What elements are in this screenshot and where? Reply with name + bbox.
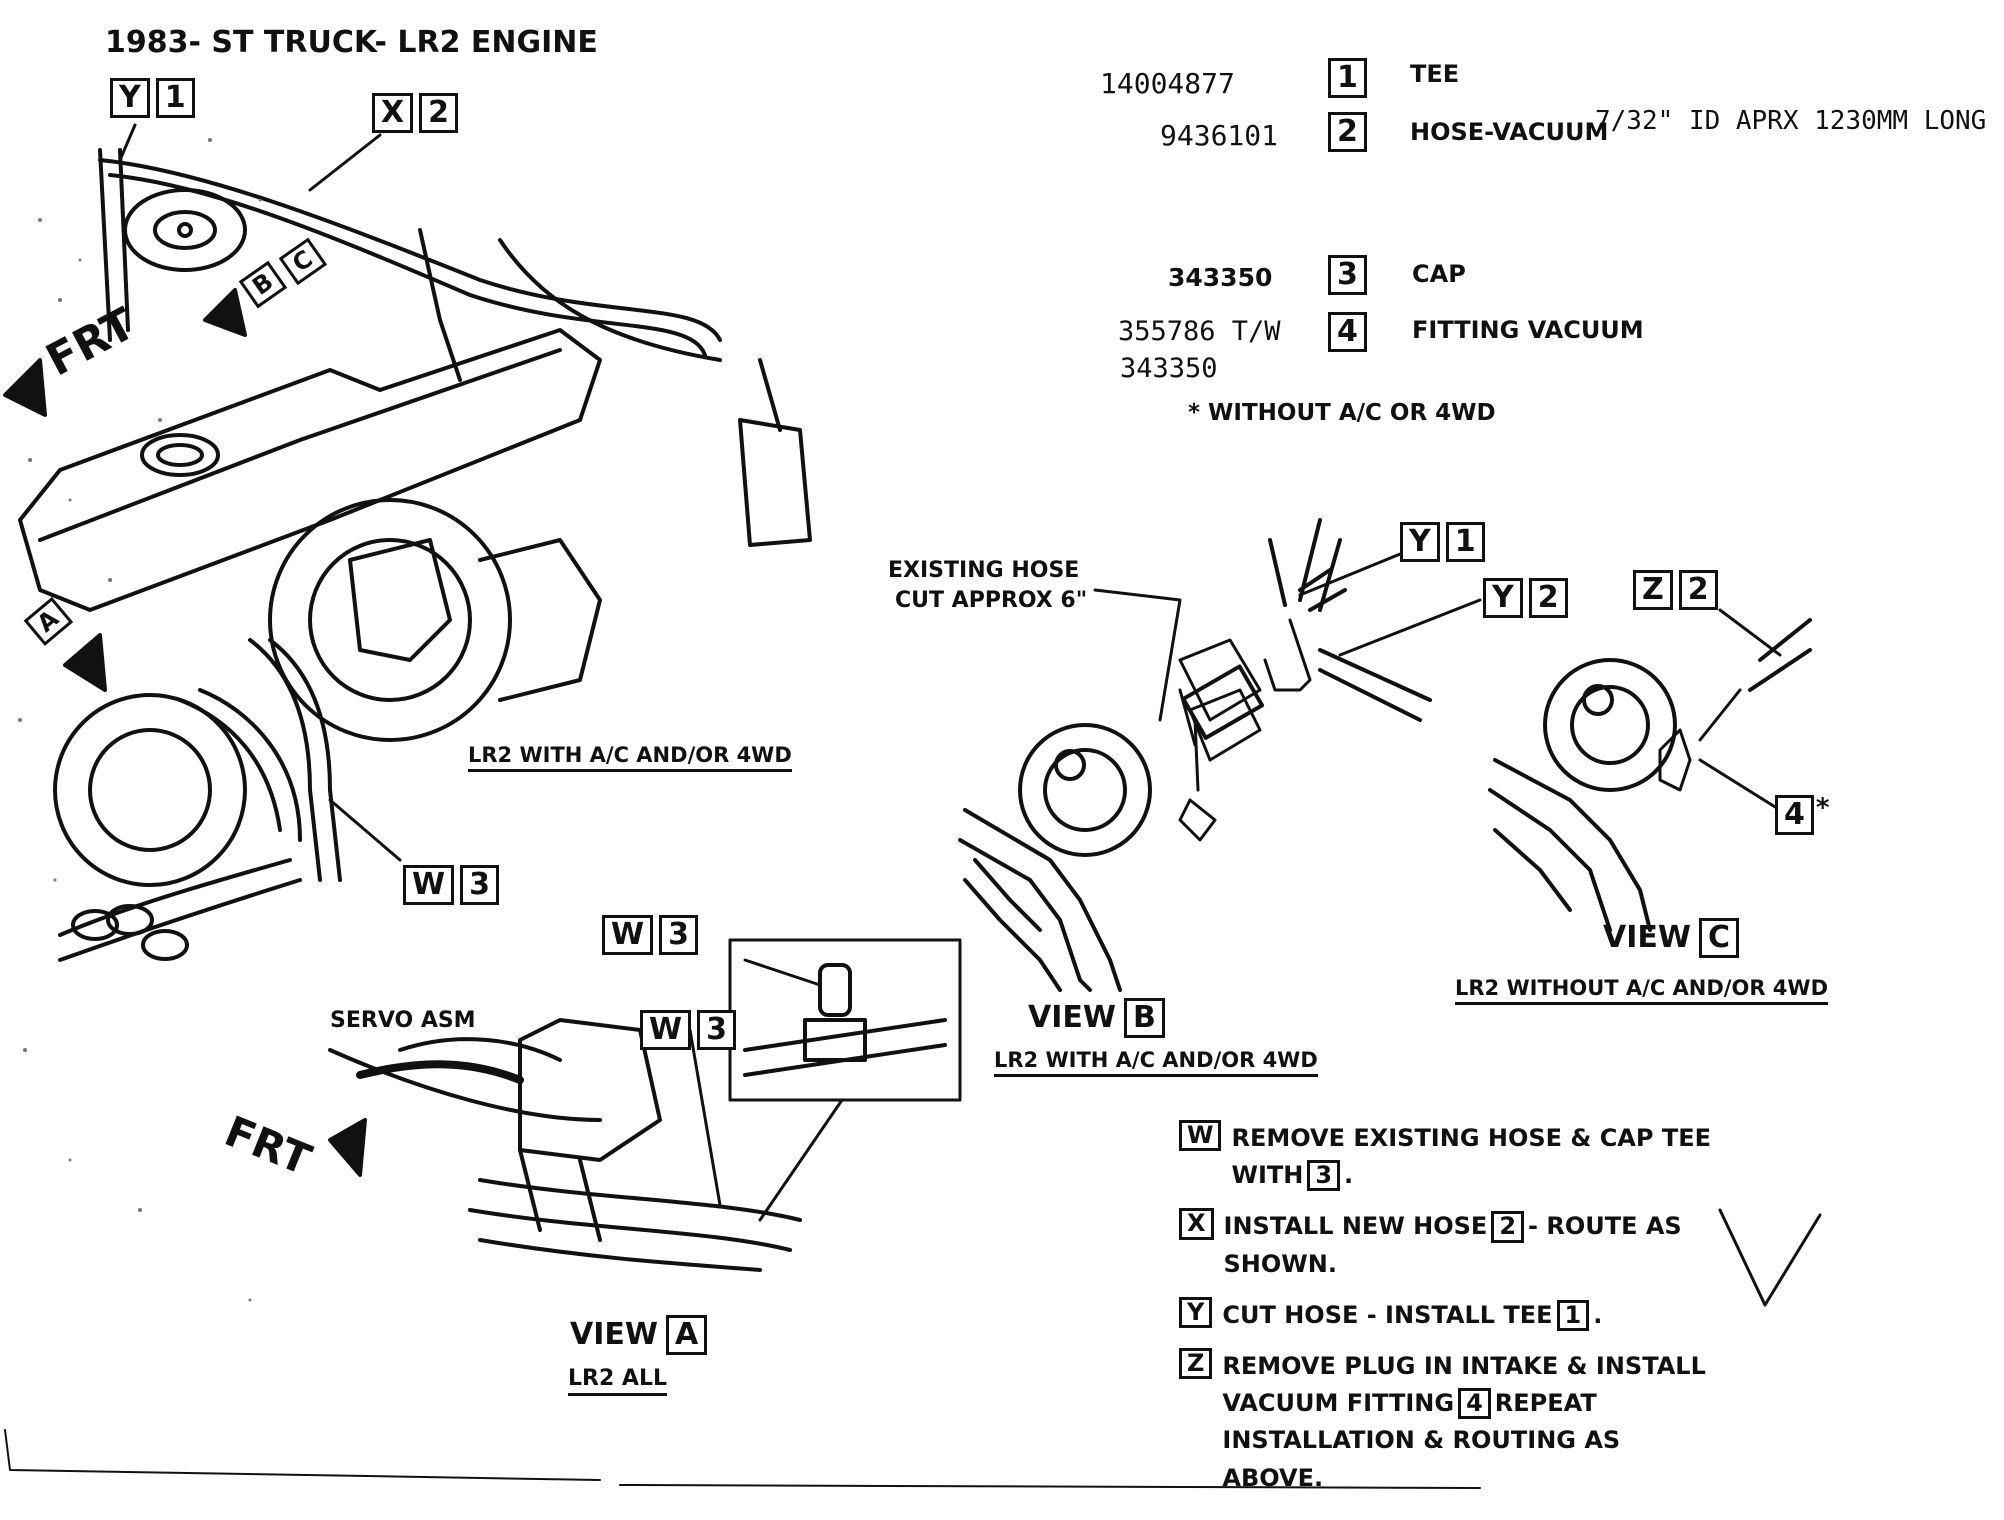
part-desc-3: CAP bbox=[1412, 260, 1466, 288]
part-desc-4: FITTING VACUUM bbox=[1412, 316, 1644, 344]
view-b-caption: LR2 WITH A/C AND/OR 4WD bbox=[994, 1050, 1318, 1077]
view-a-caption: LR2 ALL bbox=[568, 1368, 667, 1396]
frt-arrow-bottom bbox=[328, 1118, 367, 1177]
view-c-caption: LR2 WITHOUT A/C AND/OR 4WD bbox=[1455, 978, 1829, 1005]
view-b-pulley bbox=[1018, 723, 1152, 857]
part-number-3: 343350 bbox=[1168, 263, 1273, 292]
part-number-1: 14004877 bbox=[1100, 67, 1235, 100]
part-desc-1: TEE bbox=[1410, 60, 1460, 88]
servo-label: SERVO ASM bbox=[330, 1008, 476, 1033]
part-number-2: 9436101 bbox=[1160, 119, 1279, 152]
valve-cover bbox=[18, 328, 602, 612]
frt-arrow-top bbox=[3, 358, 47, 417]
pulley-left bbox=[53, 693, 247, 887]
part-number-4: 355786 T/W bbox=[1118, 316, 1281, 347]
footnote: * WITHOUT A/C OR 4WD bbox=[1188, 400, 1496, 426]
part-desc-2: HOSE-VACUUM bbox=[1410, 118, 1609, 146]
callout-4-view-c: 4 * bbox=[1775, 795, 1829, 835]
main-caption: LR2 WITH A/C AND/OR 4WD bbox=[468, 745, 792, 772]
part-key-2: 2 bbox=[1328, 112, 1367, 152]
part-key-1: 1 bbox=[1328, 58, 1367, 98]
part-key-3: 3 bbox=[1328, 255, 1367, 295]
distributor bbox=[268, 498, 512, 742]
part-number-4b: 343350 bbox=[1120, 353, 1218, 384]
page-title: 1983- ST TRUCK- LR2 ENGINE bbox=[105, 25, 598, 60]
existing-hose-label: EXISTING HOSE bbox=[888, 558, 1080, 583]
view-c-pulley bbox=[1543, 658, 1677, 792]
scan-noise bbox=[18, 138, 262, 1302]
part-spec-2: 7/32" ID APRX 1230MM LONG bbox=[1595, 106, 1987, 136]
check-mark bbox=[1718, 1208, 1822, 1307]
cut-approx-label: CUT APPROX 6" bbox=[895, 588, 1088, 613]
part-key-4: 4 bbox=[1328, 312, 1367, 352]
instruction-z: Z REMOVE PLUG IN INTAKE & INSTALL VACUUM… bbox=[1175, 1347, 1715, 1497]
